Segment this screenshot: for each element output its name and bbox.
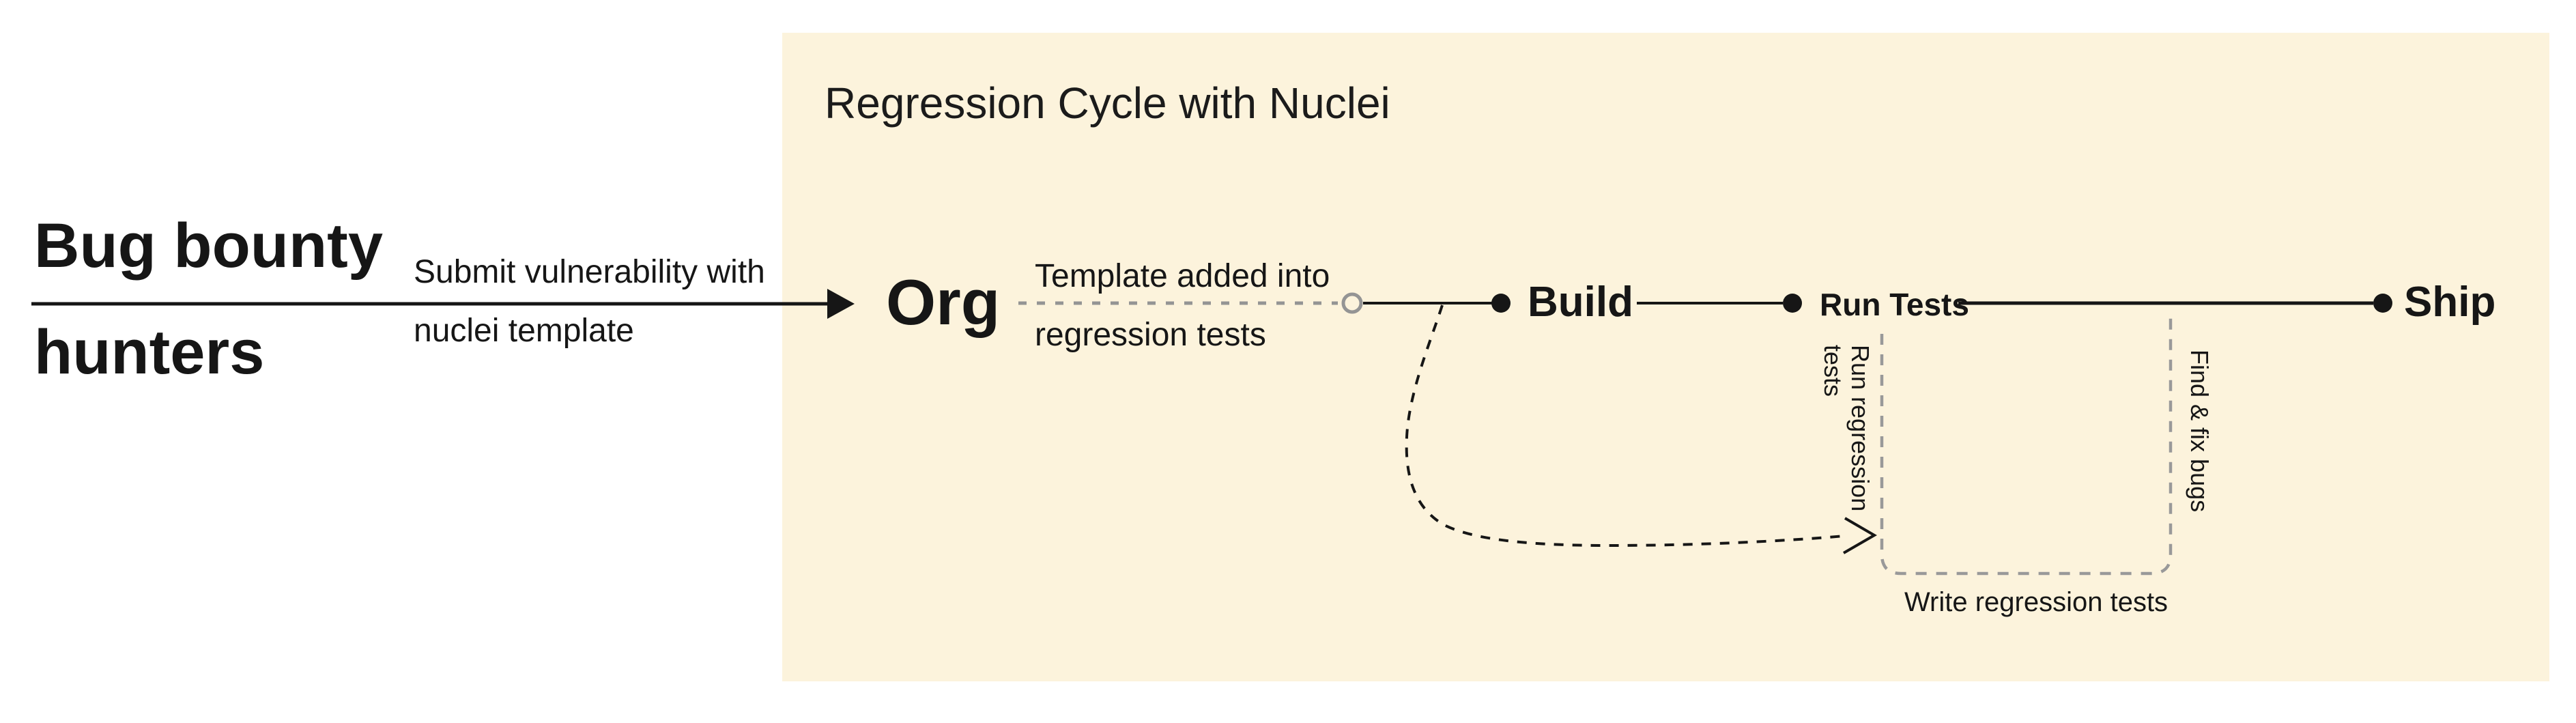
open-node-icon: [1341, 292, 1363, 314]
panel-title: Regression Cycle with Nuclei: [825, 79, 1390, 128]
build-node-dot-icon: [1491, 294, 1511, 313]
template-edge-label-line2: regression tests: [1035, 317, 1266, 353]
write-regression-tests-label: Write regression tests: [1904, 587, 2169, 617]
template-edge-label-line1: Template added into: [1035, 258, 1330, 294]
submit-arrowhead-icon: [827, 289, 855, 319]
run-regression-line1: Run regression: [1846, 345, 1874, 512]
loop-bracket-dashed: [1880, 311, 2173, 576]
node-label-ship: Ship: [2404, 279, 2496, 326]
actor-label-line2: hunters: [34, 317, 265, 387]
submit-arrow-label-line2: nuclei template: [414, 313, 634, 349]
ship-node-dot-icon: [2373, 294, 2392, 313]
node-label-org: Org: [886, 266, 1001, 338]
node-label-build: Build: [1528, 279, 1633, 326]
node-label-run-tests: Run Tests: [1820, 287, 1969, 322]
feedback-dashed-curve: [1405, 304, 1845, 548]
regression-cycle-panel: [782, 33, 2549, 681]
feedback-arrowhead-icon: [1842, 517, 1877, 554]
submit-arrow-label-line1: Submit vulnerability with: [414, 254, 765, 290]
run-regression-tests-vertical-label: Run regression tests: [1819, 345, 1874, 511]
run-regression-line2: tests: [1819, 345, 1847, 397]
runtests-node-dot-icon: [1783, 294, 1802, 313]
actor-label-line1: Bug bounty: [34, 211, 383, 281]
find-fix-bugs-vertical-label: Find & fix bugs: [2186, 350, 2214, 513]
